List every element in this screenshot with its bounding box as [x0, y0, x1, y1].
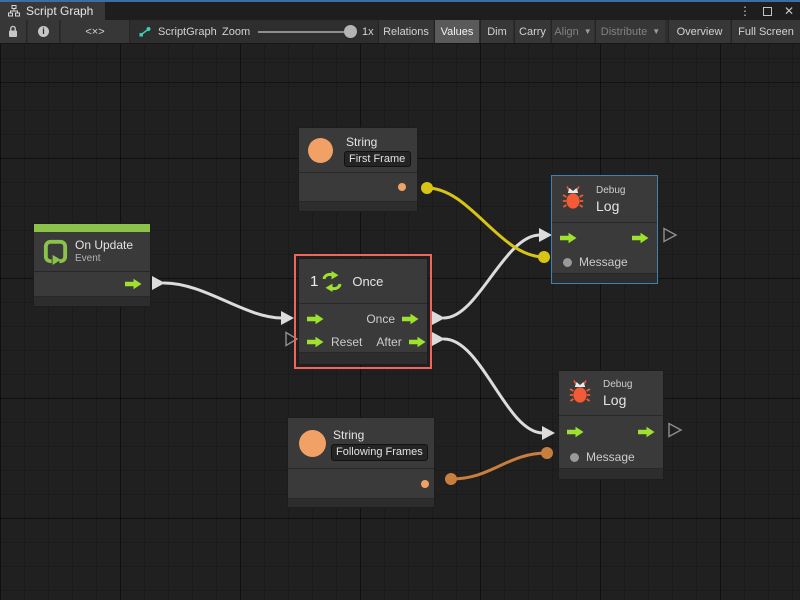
titlebar: Script Graph ⋮ ✕	[0, 2, 800, 20]
values-label: Values	[440, 25, 474, 38]
overview-button[interactable]: Overview	[668, 20, 730, 43]
node-footer	[299, 202, 417, 211]
zoom-slider-track[interactable]	[258, 31, 350, 33]
carry-button[interactable]: Carry	[514, 20, 550, 43]
flow-input-port[interactable]	[560, 232, 577, 244]
zoom-label: Zoom	[222, 25, 251, 38]
toolbar: i <×> ScriptGraph Zoom 1x Relations Valu…	[0, 20, 800, 44]
node-once[interactable]: 1 Once Once Reset	[294, 254, 432, 369]
lock-button[interactable]	[0, 20, 27, 43]
node-kind: Debug	[596, 185, 626, 196]
carry-label: Carry	[519, 25, 546, 38]
port-label-message: Message	[586, 450, 635, 464]
node-title: On Update	[75, 238, 134, 252]
node-title: Log	[603, 392, 627, 408]
maximize-icon[interactable]	[762, 6, 772, 16]
string-value-field[interactable]: First Frame	[344, 151, 411, 167]
port-label-once: Once	[366, 311, 395, 326]
dim-button[interactable]: Dim	[480, 20, 513, 43]
node-title: Once	[352, 273, 384, 289]
fullscreen-button[interactable]: Full Screen	[731, 20, 800, 43]
node-string-following-frames[interactable]: String Following Frames	[287, 417, 435, 508]
info-button[interactable]: i	[28, 20, 60, 43]
info-icon: i	[38, 26, 49, 37]
port-label-reset: Reset	[331, 334, 363, 349]
flow-output-port[interactable]	[638, 426, 655, 438]
event-color-cap	[34, 224, 150, 232]
distribute-button[interactable]: Distribute ▼	[595, 20, 665, 43]
port-label-after: After	[376, 334, 402, 349]
fullscreen-label: Full Screen	[738, 25, 794, 38]
dim-label: Dim	[487, 25, 507, 38]
debug-bug-icon	[569, 380, 591, 403]
flow-output-port-after[interactable]	[408, 336, 426, 348]
once-count: 1	[310, 272, 319, 290]
node-kind: Debug	[603, 379, 633, 390]
code-view-button[interactable]: <×>	[61, 20, 130, 43]
window-focus-line	[0, 0, 800, 2]
node-string-first-frame[interactable]: String First Frame	[298, 127, 418, 212]
string-type-icon	[308, 138, 333, 163]
debug-bug-icon	[562, 186, 584, 209]
flow-output-port[interactable]	[125, 278, 142, 290]
once-cycle-icon	[322, 270, 342, 292]
port-label-message: Message	[579, 255, 628, 269]
node-title: String	[346, 135, 378, 149]
overview-label: Overview	[676, 25, 723, 38]
code-icon: <×>	[85, 25, 105, 38]
tab-title: Script Graph	[26, 4, 94, 18]
node-on-update[interactable]: On Update Event	[33, 223, 151, 307]
node-subtitle: Event	[75, 253, 101, 264]
graph-name: ScriptGraph	[158, 25, 217, 38]
node-footer	[34, 297, 150, 306]
node-title: Log	[596, 198, 620, 214]
tab-script-graph[interactable]: Script Graph	[0, 2, 106, 20]
flow-output-port-once[interactable]	[402, 313, 419, 325]
string-type-icon	[299, 430, 326, 457]
node-footer	[552, 274, 657, 283]
message-input-port[interactable]	[570, 452, 579, 462]
chevron-down-icon: ▼	[583, 27, 592, 36]
flow-input-port[interactable]	[567, 426, 584, 438]
align-label: Align	[554, 25, 579, 38]
zoom-slider-handle[interactable]	[344, 25, 357, 38]
node-footer	[288, 499, 434, 507]
relations-label: Relations	[383, 25, 429, 38]
flow-input-port-reset[interactable]	[307, 336, 324, 348]
flow-input-port[interactable]	[307, 313, 324, 325]
graph-breadcrumb[interactable]: ScriptGraph	[138, 20, 217, 43]
node-debug-log-top[interactable]: Debug Log Message	[551, 175, 658, 284]
align-button[interactable]: Align ▼	[551, 20, 594, 43]
node-footer	[559, 469, 663, 479]
node-title: String	[333, 428, 365, 442]
message-input-port[interactable]	[563, 257, 572, 267]
node-footer	[299, 353, 427, 364]
update-loop-icon	[43, 239, 68, 265]
zoom-value: 1x	[362, 25, 374, 38]
close-icon[interactable]: ✕	[783, 4, 794, 18]
values-button[interactable]: Values	[434, 20, 479, 43]
graph-hierarchy-icon	[8, 5, 20, 17]
window-controls: ⋮ ✕	[739, 2, 794, 20]
padlock-icon	[9, 25, 17, 37]
string-value-field[interactable]: Following Frames	[331, 444, 428, 461]
node-tree-icon	[139, 26, 151, 36]
relations-button[interactable]: Relations	[378, 20, 433, 43]
distribute-label: Distribute	[600, 25, 648, 38]
string-output-port[interactable]	[421, 480, 429, 488]
chevron-down-icon: ▼	[652, 27, 661, 36]
flow-output-port[interactable]	[632, 232, 649, 244]
more-icon[interactable]: ⋮	[738, 4, 751, 18]
node-debug-log-bottom[interactable]: Debug Log Message	[558, 370, 664, 480]
string-output-port[interactable]	[398, 183, 406, 191]
